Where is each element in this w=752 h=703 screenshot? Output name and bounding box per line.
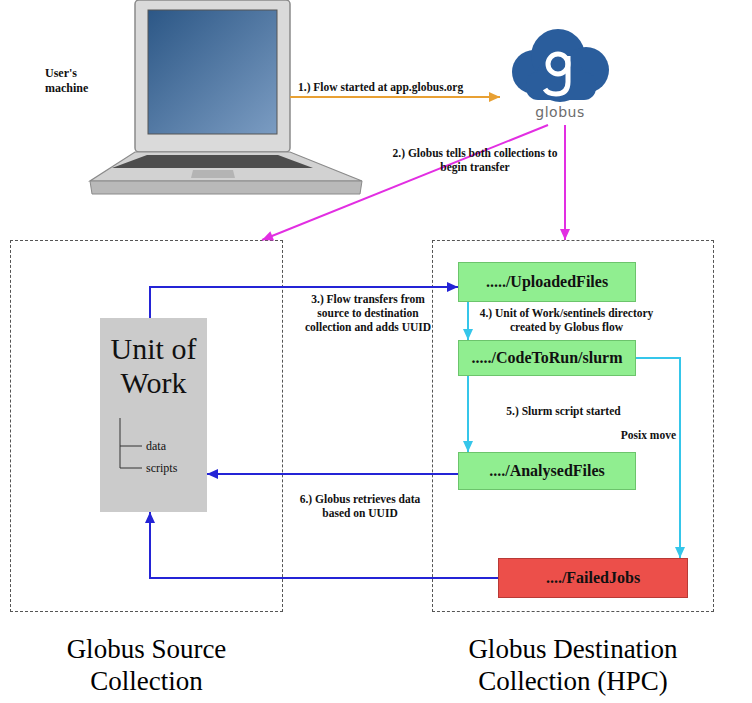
arrow-head (463, 329, 473, 340)
logo-glyph (548, 54, 568, 74)
step-label: 1.) Flow started at app.globus.org (298, 80, 463, 94)
folder-path: ..../AnalysedFiles (459, 453, 635, 489)
laptop-touchpad (191, 170, 235, 178)
folder-name: data (146, 439, 166, 453)
arrow-head (207, 469, 218, 479)
arrow-head (675, 547, 685, 558)
laptop-illustration: User's machine (135, 0, 290, 150)
arrow-head (489, 92, 500, 102)
arrow-head (262, 231, 274, 240)
step-label: 2.) Globus tells both collections to beg… (380, 146, 570, 174)
flow-arrow (262, 125, 548, 240)
tree-line (120, 418, 142, 468)
unit-of-work-box: Unit of Work data scripts (100, 318, 207, 512)
folder-box: ...../CodeToRun/slurm (458, 340, 636, 376)
flow-arrow (636, 358, 680, 558)
collection-heading: Globus Destination Collection (HPC) (433, 633, 713, 697)
folder-box: ..../AnalysedFiles (458, 452, 636, 490)
collection-box: Globus Destination Collection (HPC).....… (432, 240, 714, 612)
machine-label: User's machine (45, 66, 97, 96)
unit-heading: Unit of Work (100, 332, 207, 400)
arrow-head (560, 229, 570, 240)
laptop-keyboard (112, 155, 313, 168)
collection-heading: Globus Source Collection (11, 633, 282, 697)
arrow-head (463, 441, 473, 452)
arrow-head (447, 282, 458, 292)
folder-box: ...../UploadedFiles (458, 262, 636, 302)
laptop-screen (148, 10, 277, 134)
globus-logo: globus (500, 20, 620, 125)
flow-arrow (564, 125, 566, 240)
laptop-base (90, 152, 362, 181)
logo-wordmark: globus (500, 104, 620, 120)
logo-glyph (545, 56, 568, 94)
arrow-head (145, 512, 155, 523)
folder-path: ..../FailedJobs (499, 559, 687, 597)
flow-arrow (290, 96, 500, 98)
step-label: 4.) Unit of Work/sentinels directory cre… (474, 306, 659, 334)
flow-arrow (207, 473, 458, 475)
laptop-drawing (135, 0, 290, 150)
laptop-lid (135, 0, 290, 152)
flow-arrow (467, 376, 469, 452)
folder-path: ...../UploadedFiles (459, 263, 635, 301)
flow-arrow (467, 302, 469, 340)
folder-name: scripts (146, 461, 177, 475)
step-label: Posix move (596, 428, 676, 442)
flow-arrow (150, 512, 498, 578)
step-label: 5.) Slurm script started (496, 404, 631, 418)
failed-box: ..../FailedJobs (498, 558, 688, 598)
step-label: 3.) Flow transfers from source to destin… (298, 292, 438, 334)
collection-box: Globus Source CollectionUnit of Workdata… (10, 240, 283, 612)
step-label: 6.) Globus retrieves data based on UUID (290, 492, 430, 520)
laptop-front (90, 181, 362, 194)
folder-path: ...../CodeToRun/slurm (459, 341, 635, 375)
